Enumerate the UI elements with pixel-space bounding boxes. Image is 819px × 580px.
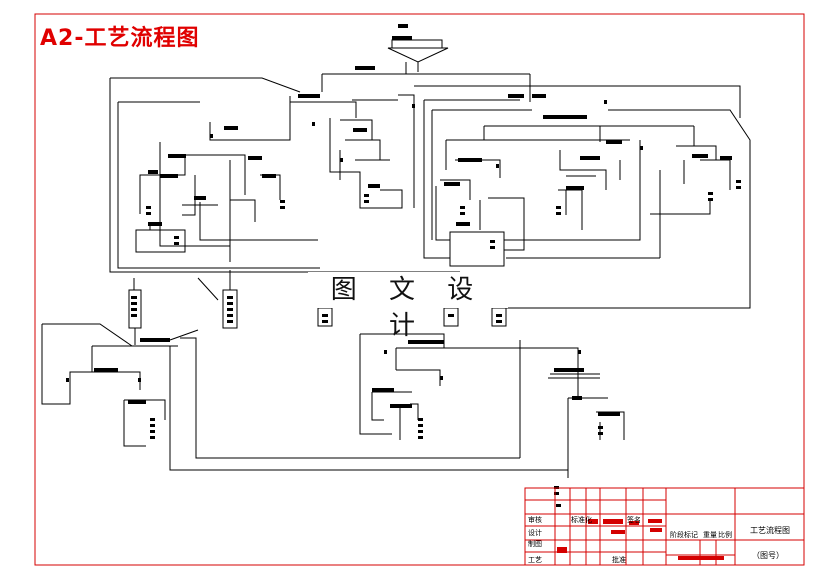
drawing-frame	[34, 13, 805, 566]
title-block-scale-label: 比例	[718, 531, 732, 539]
title-block-approve-label: 批准	[612, 556, 626, 564]
title-block-sign-label: 签名	[627, 516, 641, 524]
equipment-tags	[66, 24, 741, 507]
title-block-process-label: 工艺	[528, 556, 542, 564]
title-block-stage-label: 阶段标记	[670, 531, 698, 539]
title-block-grid	[524, 487, 805, 566]
title-block-drafter-label: 制图	[528, 540, 542, 548]
title-block-standard-label: 标准化	[571, 516, 592, 524]
title-block-fills	[557, 519, 724, 560]
flow-lines	[41, 39, 751, 478]
title-block-drawing-name: 工艺流程图	[750, 526, 790, 535]
drawing-title: A2-工艺流程图	[40, 26, 200, 51]
title-block-drawing-number: （图号）	[752, 551, 784, 560]
title-block-weight-label: 重量	[703, 531, 717, 539]
title-block-checker-label: 审核	[528, 516, 542, 524]
title-block-designer-label: 设计	[528, 529, 542, 537]
watermark-text: 图 文 设 计	[330, 275, 486, 341]
watermark-background	[308, 272, 508, 308]
